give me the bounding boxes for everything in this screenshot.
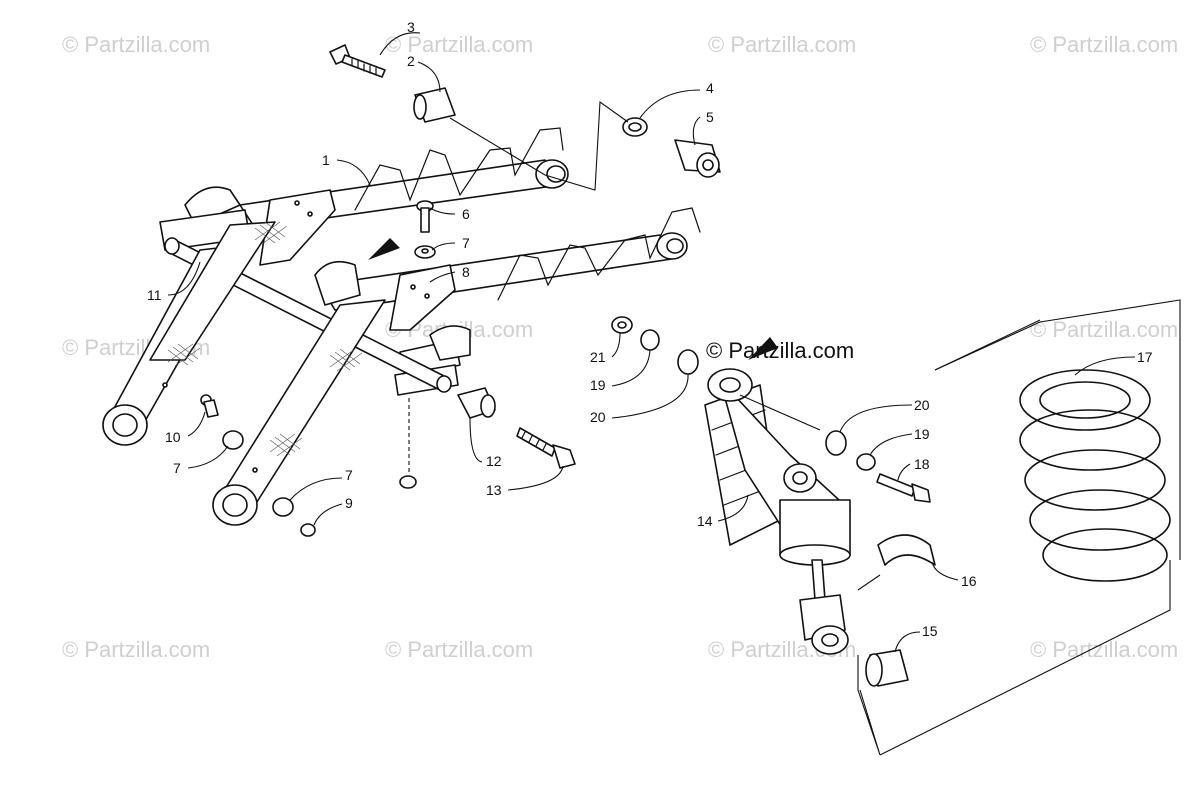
callout-7: 7 bbox=[345, 467, 353, 483]
watermark-text: © Partzilla.com bbox=[708, 32, 856, 57]
callout-11: 11 bbox=[147, 287, 162, 303]
callout-8: 8 bbox=[462, 264, 470, 280]
callout-19: 19 bbox=[590, 377, 606, 393]
callout-12: 12 bbox=[486, 453, 502, 469]
callout-21: 21 bbox=[590, 349, 606, 365]
swing-arm-assembly bbox=[102, 127, 701, 526]
direction-arrow bbox=[368, 238, 400, 260]
callout-17: 17 bbox=[1137, 349, 1153, 365]
callout-7: 7 bbox=[173, 460, 181, 476]
callout-19: 19 bbox=[914, 426, 930, 442]
coil-spring bbox=[934, 299, 1181, 582]
callout-9: 9 bbox=[345, 495, 353, 511]
lower-hardware bbox=[200, 394, 417, 537]
watermark-text: © Partzilla.com bbox=[62, 637, 210, 662]
watermark-text: © Partzilla.com bbox=[1030, 637, 1178, 662]
callout-7: 7 bbox=[462, 235, 470, 251]
watermark-text: © Partzilla.com bbox=[1030, 317, 1178, 342]
callout-5: 5 bbox=[706, 109, 714, 125]
callout-13: 13 bbox=[486, 482, 502, 498]
upper-hardware bbox=[329, 44, 721, 191]
callout-6: 6 bbox=[462, 206, 470, 222]
watermark-text: © Partzilla.com bbox=[62, 32, 210, 57]
callout-10: 10 bbox=[165, 429, 181, 445]
callout-2: 2 bbox=[407, 53, 415, 69]
callout-20: 20 bbox=[590, 409, 606, 425]
watermark-text: © Partzilla.com bbox=[385, 637, 533, 662]
callout-18: 18 bbox=[914, 456, 930, 472]
watermark-main-text: © Partzilla.com bbox=[706, 338, 854, 363]
shock-assembly bbox=[611, 316, 1171, 756]
callouts: 3 2 4 5 1 6 7 8 11 10 7 7 9 12 13 21 19 … bbox=[147, 19, 1153, 653]
watermarks: © Partzilla.com © Partzilla.com © Partzi… bbox=[62, 32, 1178, 662]
watermark-text: © Partzilla.com bbox=[1030, 32, 1178, 57]
callout-14: 14 bbox=[697, 513, 713, 529]
callout-4: 4 bbox=[706, 80, 714, 96]
callout-3: 3 bbox=[407, 19, 415, 35]
callout-16: 16 bbox=[961, 573, 977, 589]
callout-1: 1 bbox=[322, 152, 330, 168]
pivot-hardware bbox=[457, 387, 576, 469]
callout-20: 20 bbox=[914, 397, 930, 413]
mid-hardware bbox=[414, 200, 436, 259]
callout-15: 15 bbox=[922, 623, 938, 639]
shock-direction-arrow bbox=[748, 337, 778, 360]
watermark-text: © Partzilla.com bbox=[385, 32, 533, 57]
